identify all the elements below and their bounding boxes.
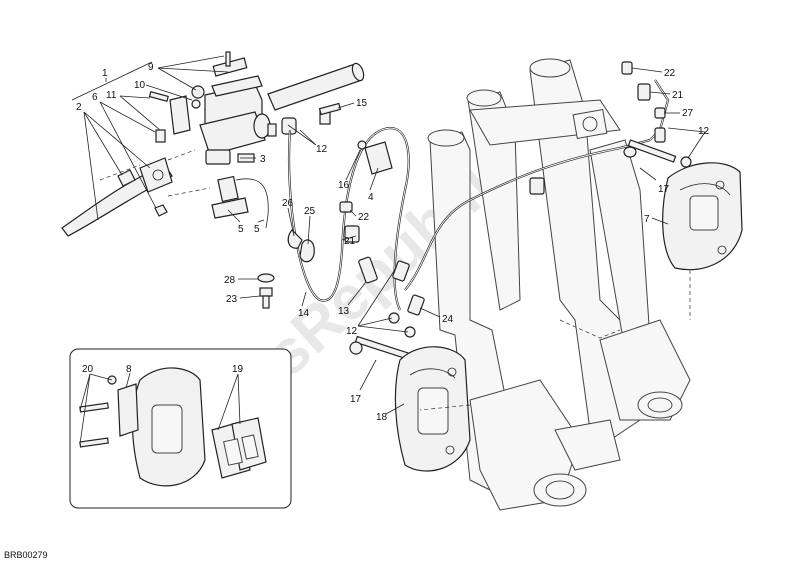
callout-21-right: 21 [672, 90, 684, 101]
callout-8: 8 [126, 364, 132, 375]
leader-lines [71, 55, 706, 445]
callout-5b: 5 [254, 224, 260, 235]
callout-5a: 5 [238, 224, 244, 235]
callout-9: 9 [148, 62, 154, 73]
callout-2: 2 [76, 102, 82, 113]
callout-4: 4 [368, 192, 374, 203]
callout-19: 19 [232, 364, 244, 375]
callout-22-right: 22 [664, 68, 676, 79]
callout-11: 11 [106, 90, 117, 101]
callout-28: 28 [224, 275, 236, 286]
callout-27: 27 [682, 108, 694, 119]
callout-14: 14 [298, 308, 310, 319]
callout-13: 13 [338, 306, 350, 317]
callout-12-mid: 12 [346, 326, 358, 337]
callout-20: 20 [82, 364, 94, 375]
callout-1: 1 [102, 68, 108, 79]
callout-16: 16 [338, 180, 350, 191]
callout-6: 6 [92, 92, 98, 103]
callout-24: 24 [442, 314, 454, 325]
diagram-code: BRB00279 [4, 550, 48, 560]
callout-18: 18 [376, 412, 388, 423]
callout-17-lower: 17 [350, 394, 362, 405]
callout-12-right: 12 [698, 126, 710, 137]
callout-7: 7 [644, 214, 650, 225]
callout-22-mid: 22 [358, 212, 370, 223]
callout-15: 15 [356, 98, 368, 109]
callout-labels: 1 2 3 4 5 5 6 7 8 9 10 11 12 12 12 13 14… [76, 62, 710, 423]
callout-26: 26 [282, 198, 294, 209]
callout-21-mid: 21 [344, 236, 356, 247]
callout-10: 10 [134, 80, 146, 91]
callout-12-top: 12 [316, 144, 328, 155]
inset-box-brake-pads [69, 348, 292, 509]
callout-23: 23 [226, 294, 238, 305]
callout-25: 25 [304, 206, 316, 217]
callout-3: 3 [260, 154, 266, 165]
callout-17-right: 17 [658, 184, 670, 195]
caliper-right [662, 162, 743, 271]
front-fork-assembly [427, 58, 691, 511]
brake-hoses [257, 61, 692, 361]
